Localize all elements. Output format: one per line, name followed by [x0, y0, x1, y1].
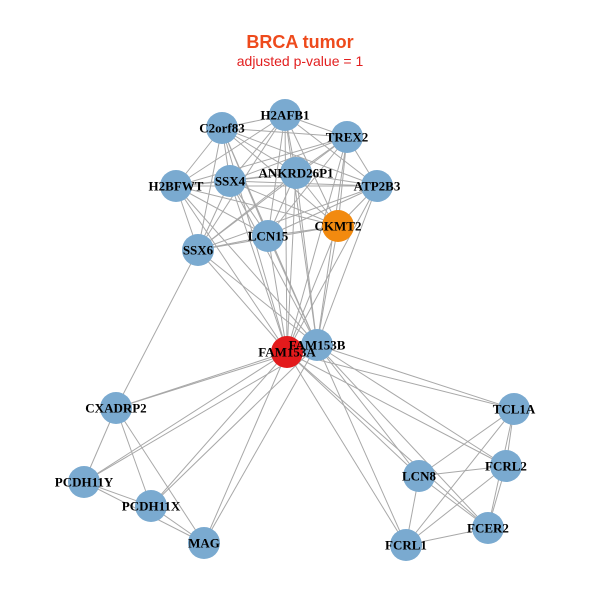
- node-label-fcer2: FCER2: [467, 521, 509, 536]
- edge-fam153b-fcrl1: [316, 344, 407, 546]
- node-fam153a[interactable]: [271, 336, 303, 368]
- node-trex2[interactable]: [331, 121, 363, 153]
- node-fcrl1[interactable]: [390, 529, 422, 561]
- node-tcl1a[interactable]: [498, 393, 530, 425]
- edge-ckmt2-fam153a: [286, 225, 339, 353]
- edge-c2orf83-ssx6: [197, 127, 223, 251]
- node-label-fam153a: FAM153A: [258, 345, 316, 360]
- node-cxadrp2[interactable]: [100, 392, 132, 424]
- node-label-pcdh11x: PCDH11X: [122, 499, 181, 514]
- edge-h2bfwt-fam153a: [175, 185, 288, 353]
- edge-fam153a-fcer2: [286, 351, 489, 529]
- edge-lcn15-fam153a: [267, 235, 288, 353]
- node-label-fam153b: FAM153B: [289, 338, 346, 353]
- edge-fam153b-lcn8: [316, 344, 420, 477]
- node-label-c2orf83: C2orf83: [199, 121, 245, 136]
- edge-ankrd26p1-fam153b: [295, 172, 318, 346]
- node-label-h2bfwt: H2BFWT: [149, 179, 204, 194]
- edge-trex2-ssx6: [197, 136, 348, 251]
- node-label-lcn8: LCN8: [402, 469, 436, 484]
- edge-trex2-h2bfwt: [175, 136, 348, 187]
- node-h2afb1[interactable]: [269, 99, 301, 131]
- node-fcrl2[interactable]: [490, 450, 522, 482]
- edge-fam153a-pcdh11x: [150, 351, 288, 507]
- node-ankrd26p1[interactable]: [280, 157, 312, 189]
- node-label-ckmt2: CKMT2: [315, 219, 362, 234]
- edge-h2bfwt-lcn15: [175, 185, 269, 237]
- edge-cxadrp2-pcdh11x: [115, 407, 152, 507]
- edge-lcn15-fam153b: [267, 235, 318, 346]
- node-c2orf83[interactable]: [206, 112, 238, 144]
- node-label-fcrl2: FCRL2: [485, 459, 527, 474]
- edge-fam153a-tcl1a: [286, 351, 515, 410]
- edge-tcl1a-fcrl1: [405, 408, 515, 546]
- edge-ssx4-ckmt2: [229, 180, 339, 227]
- node-label-h2afb1: H2AFB1: [260, 108, 309, 123]
- figure-title: BRCA tumor: [246, 32, 353, 52]
- edge-ssx6-fam153a: [197, 249, 288, 353]
- node-lcn15[interactable]: [252, 220, 284, 252]
- edge-fam153a-mag: [203, 351, 288, 544]
- edge-fam153a-pcdh11y: [83, 351, 288, 483]
- edge-fam153b-fcrl2: [316, 344, 507, 467]
- edge-atp2b3-lcn15: [267, 185, 378, 237]
- edge-fam153b-tcl1a: [316, 344, 515, 410]
- edge-h2bfwt-ckmt2: [175, 185, 339, 227]
- node-ssx4[interactable]: [214, 165, 246, 197]
- node-label-mag: MAG: [188, 536, 220, 551]
- edge-ssx4-fam153b: [229, 180, 318, 346]
- edge-fam153a-lcn8: [286, 351, 420, 477]
- node-mag[interactable]: [188, 527, 220, 559]
- edge-fam153b-pcdh11y: [83, 344, 318, 483]
- node-atp2b3[interactable]: [361, 170, 393, 202]
- node-ckmt2[interactable]: [322, 210, 354, 242]
- node-label-fcrl1: FCRL1: [385, 538, 427, 553]
- node-label-pcdh11y: PCDH11Y: [55, 475, 114, 490]
- edge-fam153a-fcrl1: [286, 351, 407, 546]
- node-label-lcn15: LCN15: [248, 229, 289, 244]
- edge-cxadrp2-mag: [115, 407, 205, 544]
- edge-fcrl2-fcrl1: [405, 465, 507, 546]
- edge-fam153b-fcer2: [316, 344, 489, 529]
- edge-ckmt2-fam153b: [316, 225, 339, 346]
- node-pcdh11y[interactable]: [68, 466, 100, 498]
- figure-subtitle: adjusted p-value = 1: [237, 53, 364, 69]
- node-fam153b[interactable]: [301, 329, 333, 361]
- edge-h2bfwt-fam153b: [175, 185, 318, 346]
- node-label-ankrd26p1: ANKRD26P1: [258, 166, 333, 181]
- edge-c2orf83-trex2: [221, 127, 348, 138]
- edge-c2orf83-atp2b3: [221, 127, 378, 187]
- edge-tcl1a-lcn8: [418, 408, 515, 477]
- node-label-atp2b3: ATP2B3: [354, 179, 401, 194]
- node-label-ssx4: SSX4: [215, 174, 246, 189]
- edge-atp2b3-ssx6: [197, 185, 378, 251]
- edge-h2afb1-atp2b3: [284, 114, 378, 187]
- edge-atp2b3-fam153b: [316, 185, 378, 346]
- edge-atp2b3-fam153a: [286, 185, 378, 353]
- node-fcer2[interactable]: [472, 512, 504, 544]
- edge-fam153b-pcdh11x: [150, 344, 318, 507]
- edge-h2afb1-h2bfwt: [175, 114, 286, 187]
- node-label-tcl1a: TCL1A: [493, 402, 536, 417]
- node-label-ssx6: SSX6: [183, 243, 214, 258]
- edge-trex2-fam153a: [286, 136, 348, 353]
- edge-ssx4-fam153a: [229, 180, 288, 353]
- node-ssx6[interactable]: [182, 234, 214, 266]
- edge-ssx6-fam153b: [197, 249, 318, 346]
- edge-ssx6-cxadrp2: [115, 249, 199, 409]
- node-h2bfwt[interactable]: [160, 170, 192, 202]
- edge-layer: [83, 114, 515, 546]
- node-lcn8[interactable]: [403, 460, 435, 492]
- edge-c2orf83-ckmt2: [221, 127, 339, 227]
- node-pcdh11x[interactable]: [135, 490, 167, 522]
- node-label-cxadrp2: CXADRP2: [85, 401, 146, 416]
- edge-fam153b-mag: [203, 344, 318, 544]
- node-label-trex2: TREX2: [326, 130, 369, 145]
- edge-fam153a-fcrl2: [286, 351, 507, 467]
